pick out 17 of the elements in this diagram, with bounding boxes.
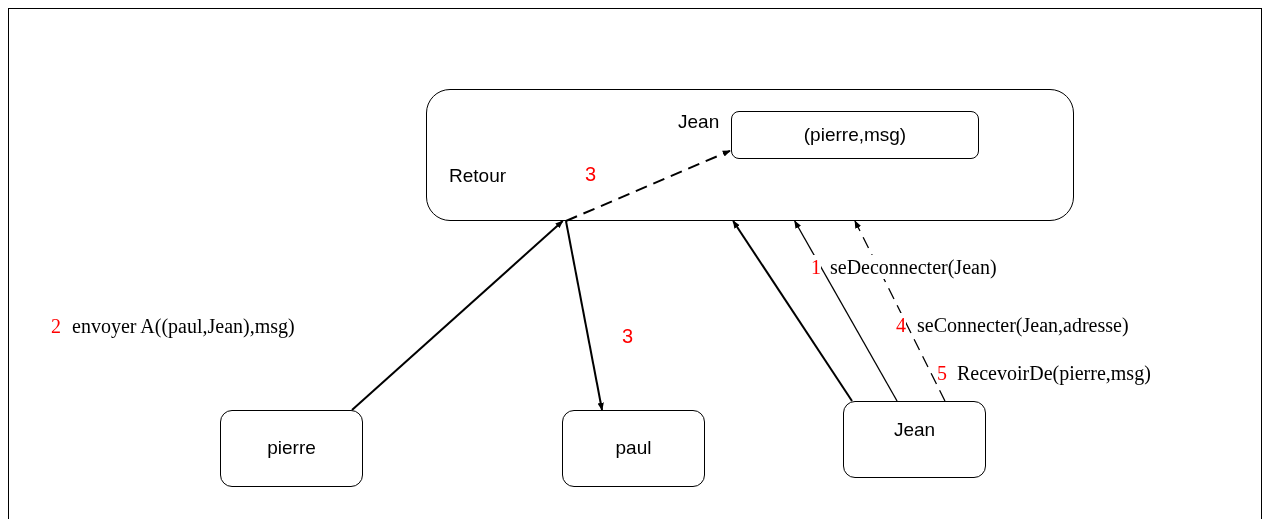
rounded-box <box>843 401 986 478</box>
node-label: pierre <box>267 436 316 461</box>
node-label: Retour <box>449 165 507 186</box>
arrow <box>794 220 898 402</box>
node-label: paul <box>615 436 652 461</box>
arrow <box>854 220 946 402</box>
node-label: (pierre,msg) <box>803 122 907 147</box>
arrow <box>732 220 853 402</box>
edge-label: seDeconnecter(Jean) <box>830 255 997 279</box>
rounded-box <box>220 410 363 487</box>
arrow <box>564 149 731 222</box>
node-label: Jean <box>893 418 936 442</box>
rounded-box <box>426 89 1074 221</box>
rounded-box <box>562 410 705 487</box>
node-caption: Jean <box>678 110 720 134</box>
arrow <box>351 220 564 411</box>
arrow <box>564 220 604 411</box>
